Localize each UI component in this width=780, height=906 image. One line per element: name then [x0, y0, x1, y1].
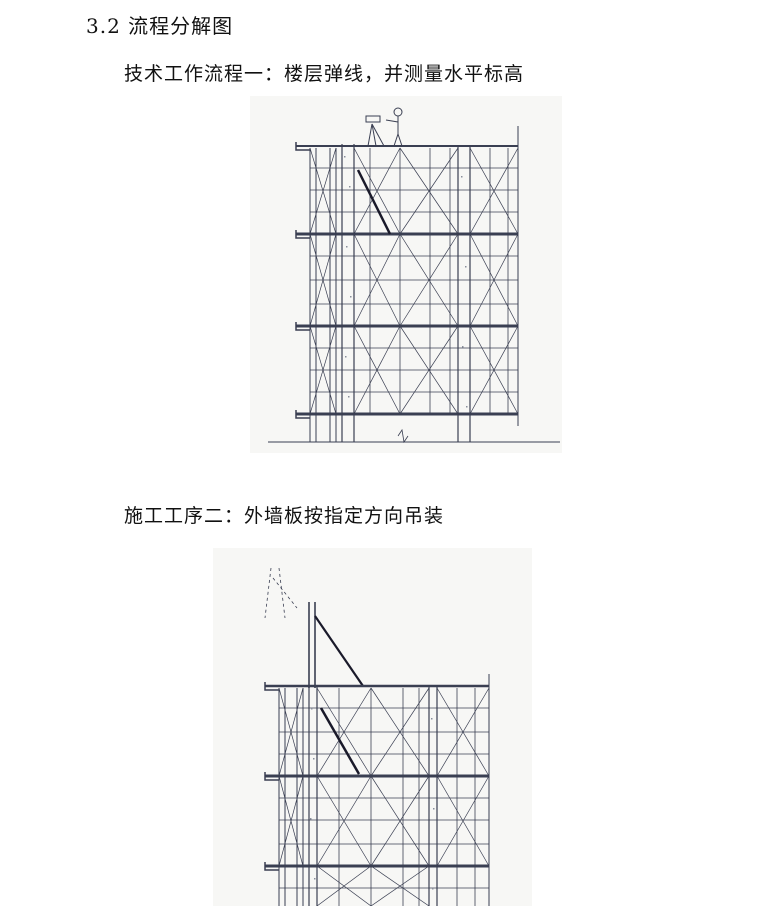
step-2-figure	[213, 548, 532, 906]
building-elevation-drawing	[268, 107, 560, 444]
step-1-title: 技术工作流程一：楼层弹线，并测量水平标高	[124, 63, 525, 85]
step-2-title: 施工工序二：外墙板按指定方向吊装	[124, 505, 445, 527]
section-heading: 3.2 流程分解图	[86, 14, 234, 38]
panel-hoisting-drawing	[264, 567, 490, 906]
step-1-figure	[250, 96, 562, 453]
